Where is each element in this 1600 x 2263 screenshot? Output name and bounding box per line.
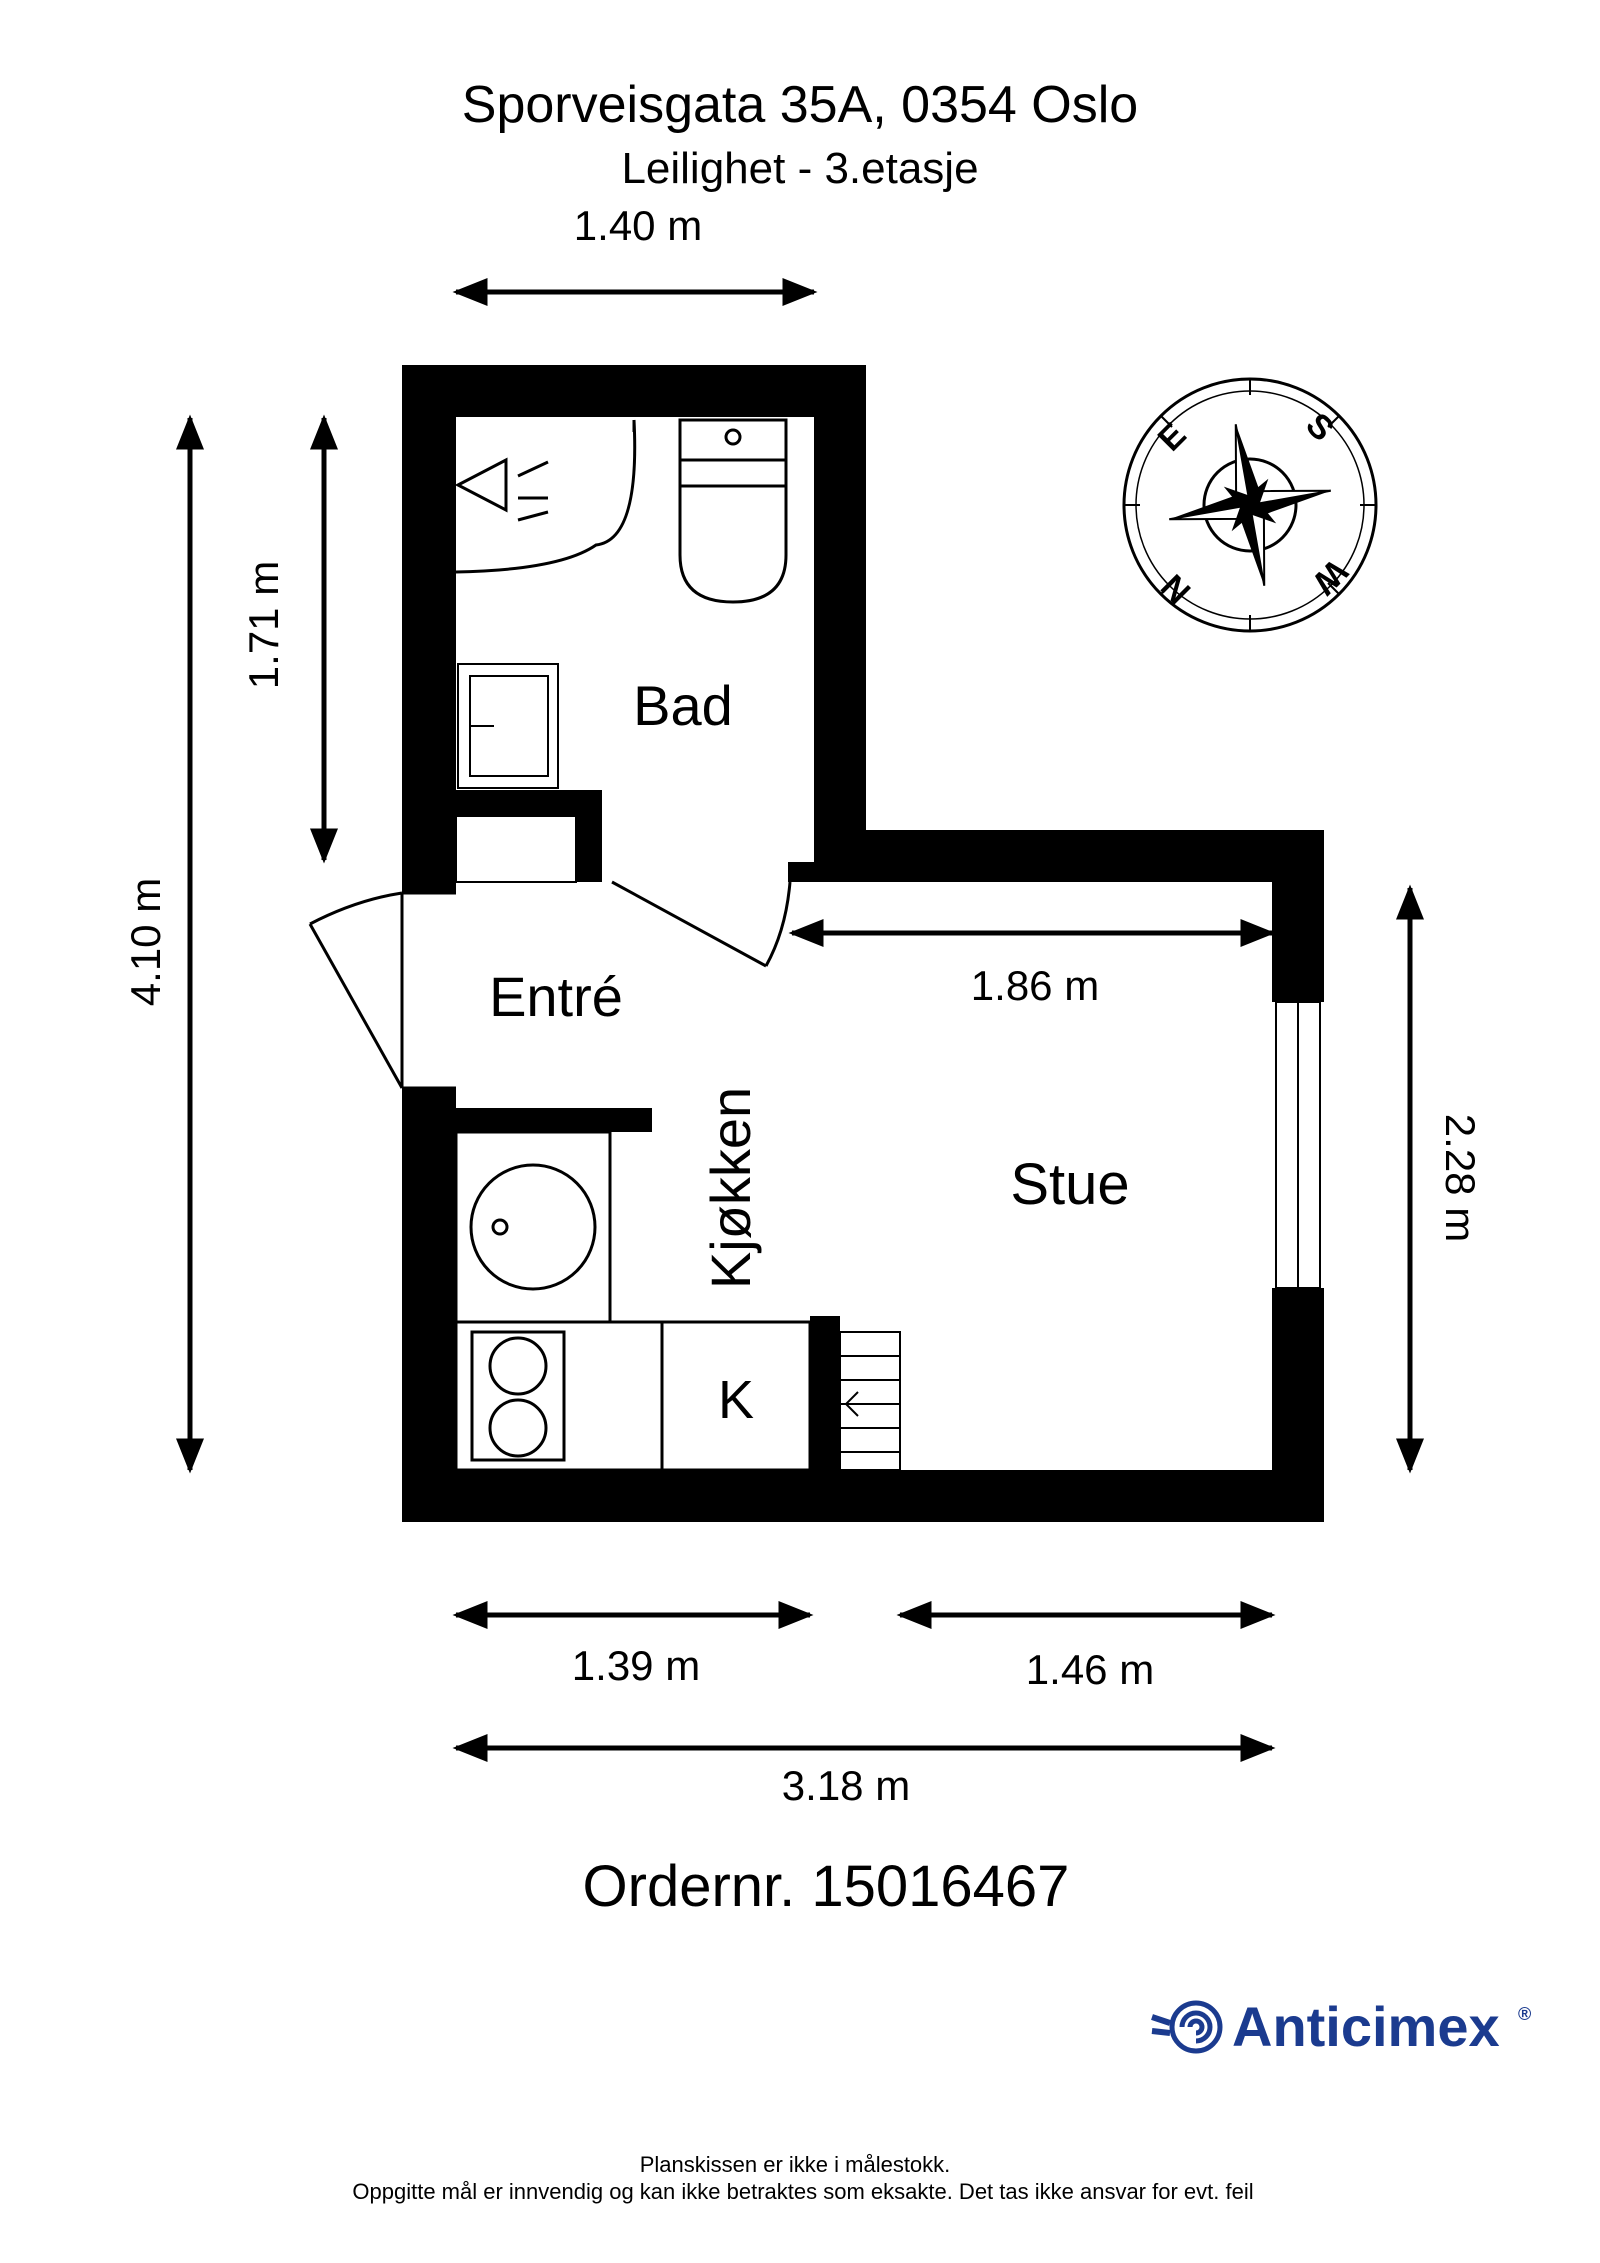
stove bbox=[454, 1320, 664, 1472]
dim-top-width: 1.40 m bbox=[574, 202, 702, 249]
dim-bottom-left: 1.39 m bbox=[572, 1642, 700, 1689]
window bbox=[1275, 1001, 1321, 1289]
closet bbox=[839, 1331, 901, 1471]
footer-line-2: Oppgitte mål er innvendig og kan ikke be… bbox=[352, 2179, 1253, 2204]
room-label-entre: Entré bbox=[489, 965, 623, 1028]
anticimex-logo-icon bbox=[1151, 2000, 1223, 2054]
dim-bath-height: 1.71 m bbox=[240, 561, 287, 689]
footer-line-1: Planskissen er ikke i målestokk. bbox=[640, 2152, 951, 2177]
compass-rose: N E S W bbox=[1122, 377, 1378, 633]
anticimex-registered: ® bbox=[1518, 2004, 1531, 2024]
bath-threshold bbox=[455, 815, 577, 883]
walls bbox=[402, 365, 1324, 1522]
entrance-door bbox=[308, 891, 456, 1090]
anticimex-logo: Anticimex ® bbox=[1151, 1995, 1531, 2058]
address-title: Sporveisgata 35A, 0354 Oslo bbox=[462, 76, 1138, 134]
room-label-stue: Stue bbox=[1010, 1152, 1129, 1217]
dim-stue-width: 1.86 m bbox=[971, 962, 1099, 1009]
anticimex-wordmark: Anticimex bbox=[1232, 1995, 1500, 2058]
label-k: K bbox=[718, 1370, 754, 1430]
washbasin bbox=[457, 663, 559, 789]
toilet bbox=[678, 418, 788, 604]
shower bbox=[454, 419, 637, 574]
bath-door bbox=[611, 880, 792, 968]
dishwasher-circle bbox=[454, 1130, 612, 1324]
unit-subtitle: Leilighet - 3.etasje bbox=[621, 144, 978, 193]
dim-bottom-right: 1.46 m bbox=[1026, 1646, 1154, 1693]
dim-total-height: 4.10 m bbox=[122, 878, 169, 1006]
room-label-kjokken: Kjøkken bbox=[699, 1087, 762, 1289]
dim-stue-height: 2.28 m bbox=[1437, 1114, 1484, 1242]
order-number: Ordernr. 15016467 bbox=[583, 1854, 1070, 1919]
fridge bbox=[660, 1320, 812, 1472]
dim-total-width: 3.18 m bbox=[782, 1762, 910, 1809]
room-label-bad: Bad bbox=[633, 674, 733, 737]
